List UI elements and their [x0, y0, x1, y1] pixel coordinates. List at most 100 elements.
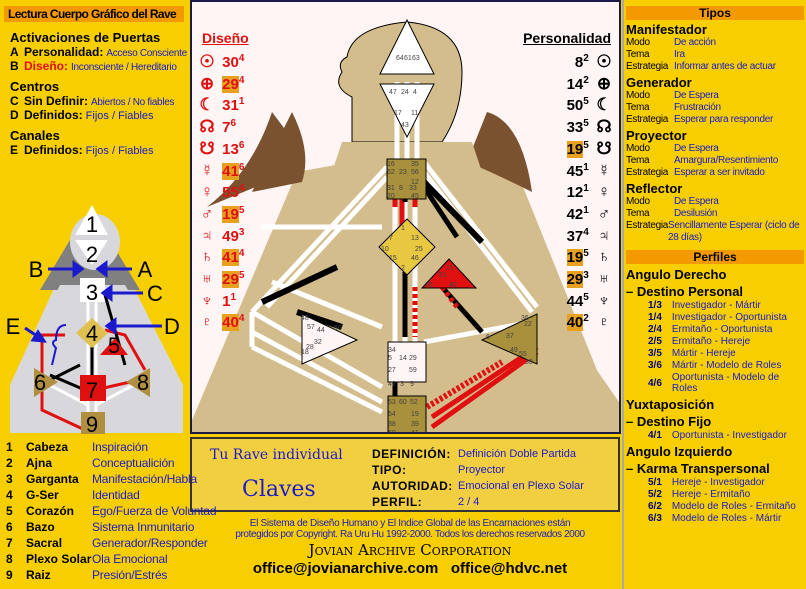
label: Definidos:: [24, 143, 83, 157]
mini-letter-b: B: [29, 257, 44, 282]
authority-label: AUTORIDAD:: [372, 479, 453, 493]
email-link-2[interactable]: office@hdvc.net: [450, 560, 568, 577]
planet-icon: ♅: [597, 269, 611, 288]
center-description: Conceptualición: [92, 456, 175, 470]
design-activation-row: ☊ 76: [196, 113, 236, 137]
attribute-label: Modo: [626, 143, 650, 154]
profile-code: 5/1: [648, 477, 662, 488]
gate-label: 47: [389, 89, 397, 96]
gate-label: 55: [519, 351, 527, 358]
center-description: Sistema Inmunitario: [92, 520, 195, 534]
personality-activation-row: 451 ☿: [566, 157, 615, 180]
center-description: Identidad: [92, 488, 140, 502]
gate-number: 45: [566, 162, 584, 180]
design-activation-row: ⊕ 294: [196, 70, 245, 93]
gate-label: 5: [388, 355, 392, 362]
defined-channels: [260, 177, 539, 430]
mini-arrows: [24, 260, 162, 366]
line-number: 1: [583, 183, 589, 195]
personality-activation-row: 195 ♄: [566, 243, 615, 267]
gate-label: 27: [388, 367, 396, 374]
gate-number: 42: [566, 205, 584, 223]
definition-label: DEFINICIÓN:: [372, 447, 451, 461]
gate-label: 58: [388, 430, 396, 432]
planet-icon: ♆: [597, 290, 611, 310]
line-number: 3: [583, 270, 589, 281]
mini-letter-d: D: [164, 314, 180, 339]
keys-title-2: Claves: [242, 477, 316, 502]
gate-label: 59: [409, 367, 417, 374]
mini-num-4: 4: [86, 321, 98, 346]
center-description: Inspiración: [92, 440, 148, 454]
line-number: 4: [238, 53, 245, 64]
center-description: Generador/Responder: [92, 536, 208, 550]
gate-number: 1: [222, 292, 231, 310]
gate-number: 55: [222, 184, 239, 202]
profile-value: 2 / 4: [458, 496, 480, 508]
center-number: 3: [6, 472, 13, 486]
gate-label: 45: [411, 193, 419, 200]
gate-label: 3: [400, 381, 404, 388]
planet-icon: ♄: [200, 247, 214, 267]
gate-number: 19: [566, 249, 584, 267]
gate-number: 29: [222, 271, 239, 288]
gate-label: 13: [411, 235, 419, 242]
profile-group-subtitle: – Destino Fijo: [626, 414, 712, 429]
profiles-header: Perfiles: [626, 250, 804, 264]
gate-label: 62: [387, 169, 395, 176]
design-activation-row: ☿ 416: [196, 157, 245, 180]
gate-number: 7: [222, 119, 231, 137]
center-number: 7: [6, 536, 13, 550]
center-name: Bazo: [26, 520, 55, 534]
mini-letter-c: C: [147, 281, 163, 306]
gate-label: 30: [525, 359, 533, 366]
design-activation-row: ☋ 136: [196, 135, 244, 158]
activations-title: Activaciones de Puertas: [10, 30, 161, 45]
planet-icon: ♂: [200, 203, 214, 223]
center-name: Ajna: [26, 456, 53, 470]
gate-label: 25: [415, 246, 423, 253]
gate-label: 56: [411, 169, 419, 176]
mini-num-8: 8: [137, 370, 149, 395]
letter: D: [10, 108, 19, 122]
label: Personalidad:: [24, 45, 104, 59]
line-number: 2: [583, 53, 589, 64]
line-number: 4: [238, 74, 245, 86]
profile-name: Ermitaño - Oportunista: [671, 324, 773, 335]
copyright-line-1: El Sistema de Diseño Humano y El Indice …: [249, 518, 571, 529]
personality-activation-row: 445 ♆: [567, 287, 615, 310]
personality-activation-row: 421 ♂: [566, 200, 615, 223]
center-name: Sacral: [26, 536, 63, 550]
gate-label: 19: [411, 411, 419, 418]
solar-plexus-center: [480, 313, 538, 365]
personality-activation-row: 335 ☊: [567, 113, 615, 136]
email-link-1[interactable]: office@jovianarchive.com: [252, 560, 439, 577]
keys-title-1: Tu Rave individual: [210, 447, 343, 463]
g-center: [378, 218, 436, 276]
line-number: 2: [583, 313, 589, 325]
attribute-label: Modo: [626, 37, 650, 48]
line-number: 5: [583, 291, 589, 303]
gate-label: 28: [306, 344, 314, 351]
gate-label: 6: [486, 334, 490, 341]
gate-label: 64: [396, 55, 404, 62]
personality-header: Personalidad: [523, 30, 611, 46]
center-description: Ola Emocional: [92, 552, 168, 566]
mini-bodygraph: 1 2 3 4 5 6 7 8 9 A B C D E: [6, 205, 183, 435]
gate-number: 31: [222, 97, 239, 115]
personality-activation-row: 505 ☾: [567, 91, 615, 114]
attribute-value: De Espera: [674, 143, 719, 154]
planet-icon: ♂: [597, 203, 611, 223]
planet-icon: ♀: [200, 182, 214, 202]
planet-icon: ☾: [199, 95, 215, 115]
planet-icon: ⊕: [199, 73, 215, 93]
line-number: 6: [238, 161, 245, 173]
profile-name: Hereje - Investigador: [671, 477, 765, 488]
